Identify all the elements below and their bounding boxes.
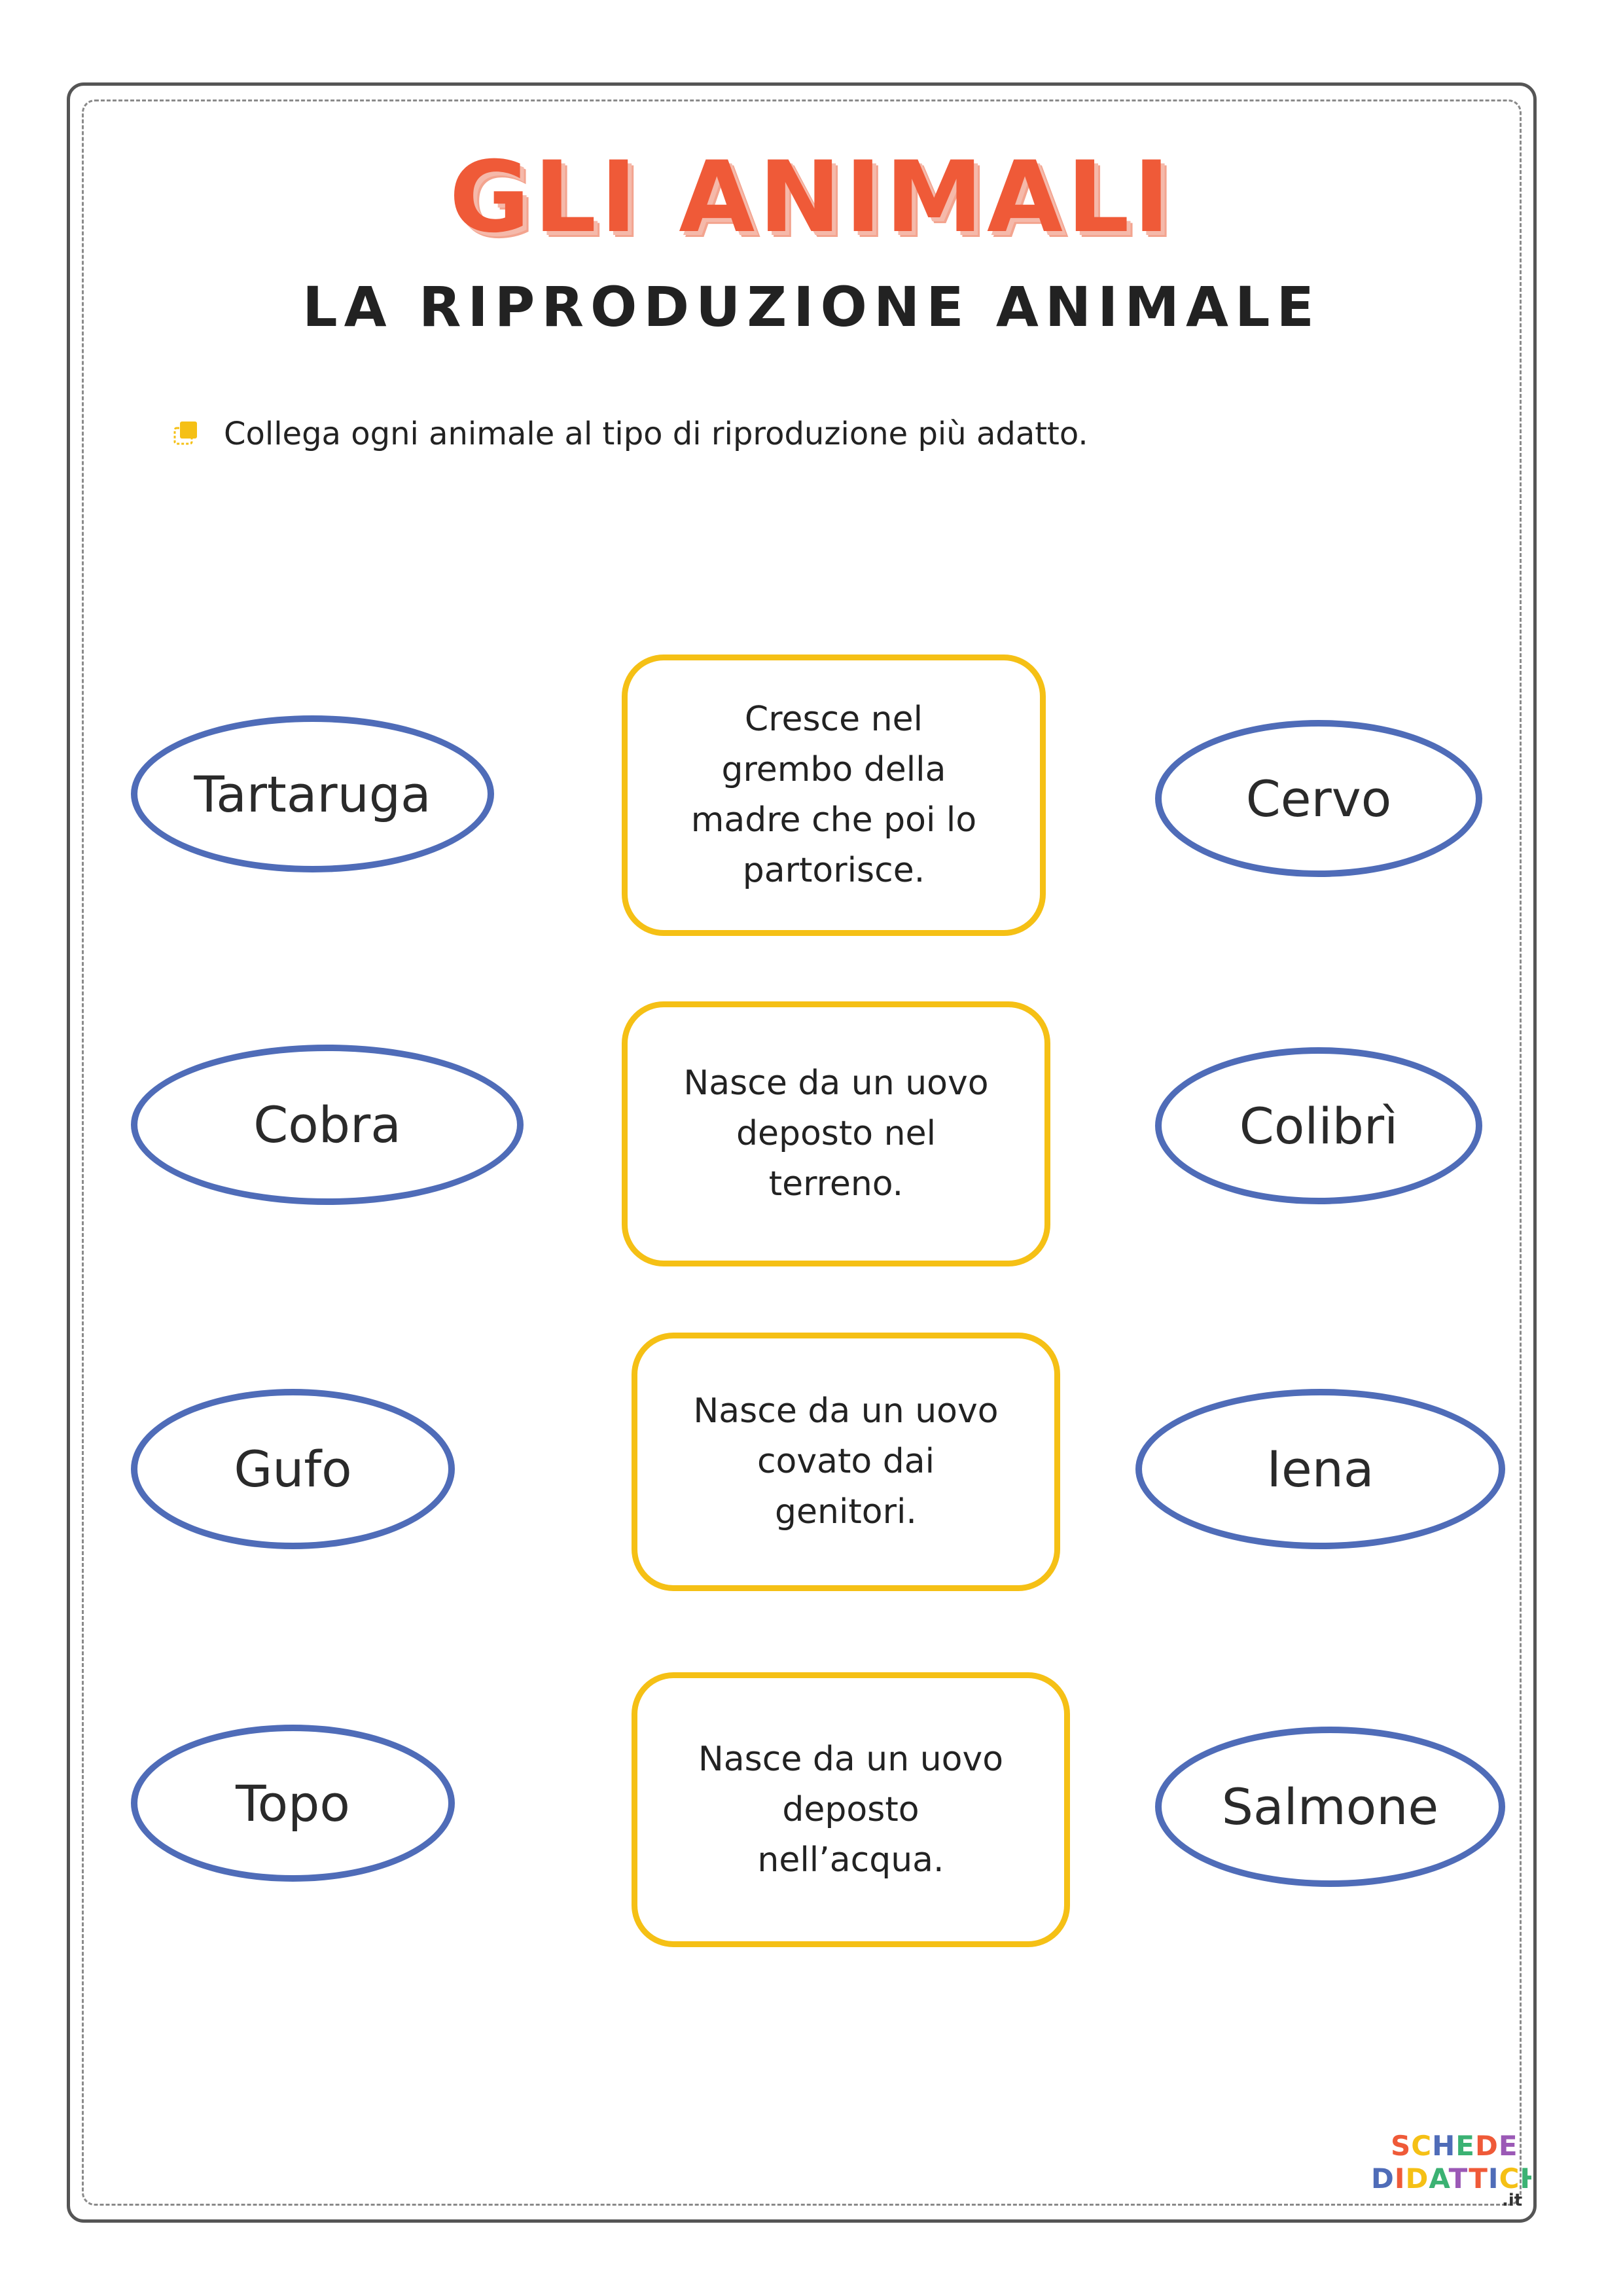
page-title: Gli animali <box>449 141 1174 255</box>
card-line: deposto nel <box>736 1114 936 1153</box>
animal-label: Salmone <box>1221 1778 1439 1836</box>
card-line: genitori. <box>775 1492 917 1532</box>
card-line: covato dai <box>757 1442 935 1481</box>
animal-ellipse-right[interactable]: Salmone <box>1155 1727 1505 1887</box>
animal-ellipse-right[interactable]: Cervo <box>1155 720 1482 877</box>
page-border-dashed <box>82 99 1522 2206</box>
animal-ellipse-left[interactable]: Gufo <box>131 1389 455 1549</box>
animal-label: Colibrì <box>1239 1096 1399 1155</box>
card-line: grembo della <box>721 750 946 789</box>
animal-label: Tartaruga <box>194 764 431 823</box>
bullet-icon <box>173 422 197 445</box>
instruction-text: Collega ogni animale al tipo di riproduz… <box>224 416 1088 452</box>
schededidattiche-logo: SCHEDE DIDATTICHE .it <box>1371 2130 1531 2209</box>
card-line: Nasce da un uovo <box>693 1391 999 1431</box>
svg-text:.it: .it <box>1502 2191 1522 2209</box>
card-line: nell’acqua. <box>757 1840 944 1880</box>
card-line: terreno. <box>768 1164 904 1204</box>
reproduction-card[interactable]: Cresce nel grembo della madre che poi lo… <box>622 655 1046 936</box>
animal-label: Gufo <box>234 1440 352 1498</box>
card-line: deposto <box>782 1789 919 1829</box>
animal-ellipse-left[interactable]: Tartaruga <box>131 715 494 872</box>
card-line: Nasce da un uovo <box>683 1064 989 1103</box>
reproduction-card[interactable]: Nasce da un uovo deposto nell’acqua. <box>632 1672 1070 1947</box>
animal-label: Iena <box>1266 1440 1374 1498</box>
reproduction-card[interactable]: Nasce da un uovo covato dai genitori. <box>632 1333 1060 1591</box>
animal-label: Topo <box>236 1774 350 1833</box>
animal-ellipse-right[interactable]: Iena <box>1135 1389 1505 1549</box>
animal-label: Cervo <box>1245 769 1392 828</box>
svg-text:SCHEDE: SCHEDE <box>1391 2130 1518 2162</box>
animal-ellipse-left[interactable]: Topo <box>131 1725 455 1882</box>
card-line: Nasce da un uovo <box>698 1739 1004 1779</box>
reproduction-card[interactable]: Nasce da un uovo deposto nel terreno. <box>622 1001 1050 1266</box>
animal-label: Cobra <box>253 1096 401 1154</box>
animal-ellipse-right[interactable]: Colibrì <box>1155 1047 1482 1204</box>
card-line: madre che poi lo <box>690 800 977 840</box>
animal-ellipse-left[interactable]: Cobra <box>131 1045 524 1205</box>
page-border <box>67 82 1537 2223</box>
page-subtitle: LA RIPRODUZIONE ANIMALE <box>302 275 1321 339</box>
card-line: partorisce. <box>742 851 925 890</box>
card-line: Cresce nel <box>744 700 923 739</box>
svg-text:DIDATTICHE: DIDATTICHE <box>1371 2162 1531 2195</box>
